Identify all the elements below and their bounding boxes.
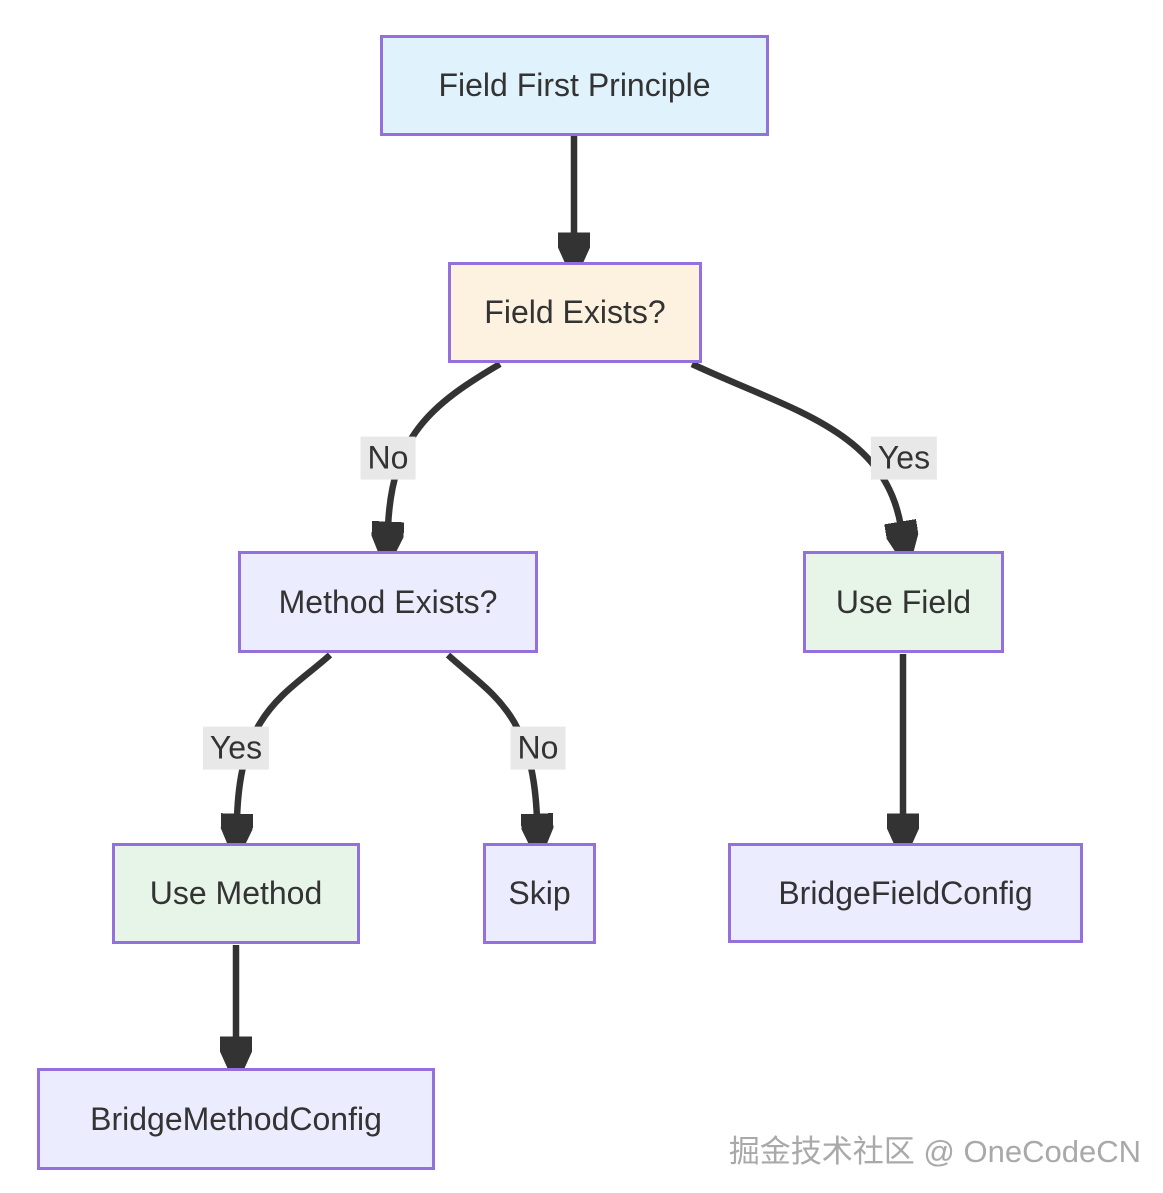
node-label: Use Method	[149, 875, 323, 911]
watermark: 掘金技术社区 @ OneCodeCN	[728, 1134, 1141, 1169]
edge-label-field-exists-no: No	[360, 436, 416, 480]
node-label: Field First Principle	[438, 67, 711, 103]
edge-label-method-exists-yes: Yes	[202, 726, 270, 770]
edge-label-method-exists-no: No	[510, 726, 566, 770]
node-skip: Skip	[483, 843, 596, 944]
node-label: Use Field	[835, 583, 972, 620]
node-field-first-principle: Field First Principle	[380, 35, 769, 136]
node-bridge-method-config: BridgeMethodConfig	[37, 1068, 435, 1170]
edge-label-field-exists-yes: Yes	[870, 436, 938, 480]
node-label: BridgeMethodConfig	[90, 1100, 382, 1137]
node-label: BridgeFieldConfig	[778, 874, 1033, 911]
node-method-exists: Method Exists?	[238, 551, 538, 653]
node-use-field: Use Field	[803, 551, 1004, 653]
node-label: Method Exists?	[278, 583, 498, 620]
node-use-method: Use Method	[112, 843, 360, 944]
node-bridge-field-config: BridgeFieldConfig	[728, 843, 1083, 943]
node-field-exists: Field Exists?	[448, 262, 702, 363]
edge-field-exists-no-to-method-exists	[388, 361, 502, 527]
node-label: Field Exists?	[484, 294, 666, 330]
edge-method-exists-no-to-skip	[445, 652, 537, 819]
edge-method-exists-yes-to-use-method	[237, 652, 333, 819]
node-label: Skip	[508, 875, 571, 911]
edge-field-exists-yes-to-use-field	[690, 361, 901, 527]
